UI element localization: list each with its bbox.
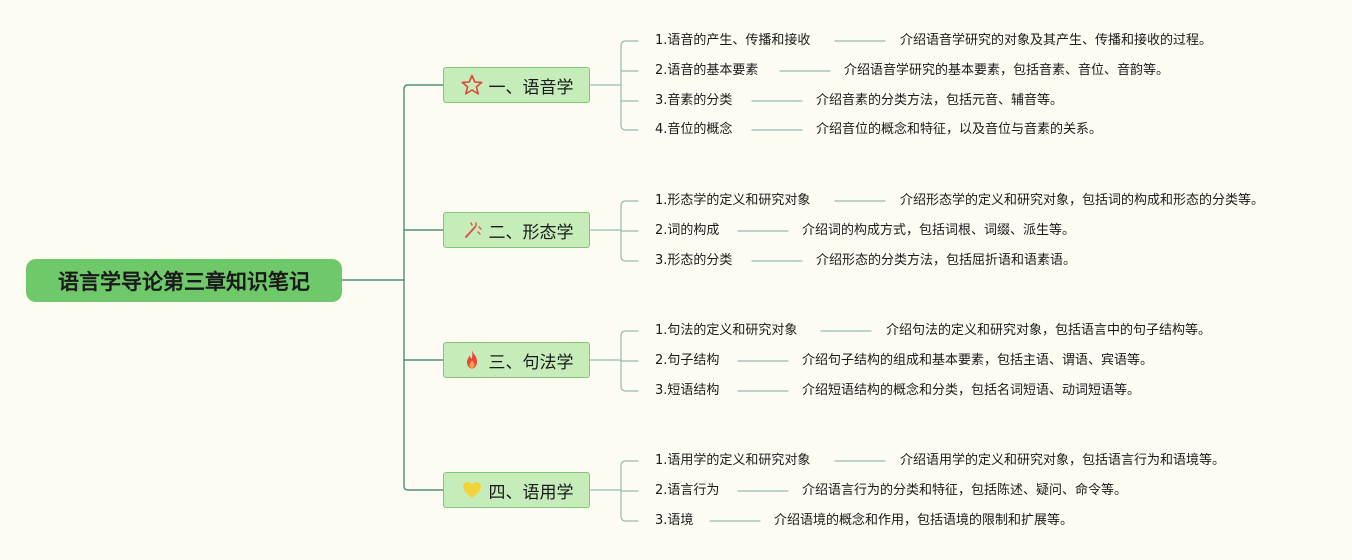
leaf-connector [620,40,639,47]
branch-label: 一、语音学 [488,77,574,98]
heart-icon [460,478,484,502]
branch-label: 二、形态学 [488,222,574,243]
leaf-description: 介绍词的构成方式，包括词根、词缀、派生等。 [802,223,1076,238]
leaf-topic[interactable]: 1.语音的产生、传播和接收 [655,33,811,48]
leaf-topic[interactable]: 1.形态学的定义和研究对象 [655,193,811,208]
leaf-connector [620,460,639,467]
leaf-description: 介绍语音学研究的对象及其产生、传播和接收的过程。 [900,33,1213,48]
leaf-topic[interactable]: 2.语音的基本要素 [655,63,759,78]
leaf-description: 介绍短语结构的概念和分类，包括名词短语、动词短语等。 [802,383,1141,398]
leaf-description: 介绍语用学的定义和研究对象，包括语言行为和语境等。 [900,453,1226,468]
branch-morphology[interactable]: 二、形态学 [443,212,590,248]
root-topic[interactable]: 语言学导论第三章知识笔记 [26,259,342,302]
leaf-topic[interactable]: 3.语境 [655,513,694,528]
leaf-topic[interactable]: 3.音素的分类 [655,93,733,108]
leaf-topic[interactable]: 3.形态的分类 [655,253,733,268]
leaf-description: 介绍句法的定义和研究对象，包括语言中的句子结构等。 [886,323,1212,338]
branch-pragmatics[interactable]: 四、语用学 [443,472,590,508]
branch-phonetics[interactable]: 一、语音学 [443,67,590,103]
leaf-connector [620,255,639,262]
leaf-topic[interactable]: 2.语言行为 [655,483,720,498]
leaf-description: 介绍音素的分类方法，包括元音、辅音等。 [816,93,1064,108]
leaf-description: 介绍形态的分类方法，包括屈折语和语素语。 [816,253,1077,268]
leaf-topic[interactable]: 4.音位的概念 [655,122,733,137]
leaf-description: 介绍语境的概念和作用，包括语境的限制和扩展等。 [774,513,1074,528]
leaf-topic[interactable]: 1.语用学的定义和研究对象 [655,453,811,468]
fire-icon [460,348,484,372]
leaf-topic[interactable]: 1.句法的定义和研究对象 [655,323,798,338]
leaf-connector [620,385,639,392]
star-icon [460,73,484,97]
leaf-connector [620,200,639,207]
root-title: 语言学导论第三章知识笔记 [58,269,310,294]
leaf-connector [620,330,639,337]
branch-connector [403,84,444,90]
leaf-connector [620,515,639,522]
leaf-topic[interactable]: 2.句子结构 [655,353,720,368]
leaf-description: 介绍音位的概念和特征，以及音位与音素的关系。 [816,122,1103,137]
leaf-topic[interactable]: 2.词的构成 [655,223,720,238]
leaf-description: 介绍形态学的定义和研究对象，包括词的构成和形态的分类等。 [900,193,1265,208]
branch-connector [403,485,444,491]
branch-label: 四、语用学 [488,482,574,503]
leaf-topic[interactable]: 3.短语结构 [655,383,720,398]
leaf-description: 介绍句子结构的组成和基本要素，包括主语、谓语、宾语等。 [802,353,1154,368]
branch-syntax[interactable]: 三、句法学 [443,342,590,378]
branch-label: 三、句法学 [488,352,574,373]
magic-wand-icon [460,218,484,242]
leaf-description: 介绍语音学研究的基本要素，包括音素、音位、音韵等。 [844,63,1170,78]
leaf-connector [620,124,639,131]
leaf-description: 介绍语言行为的分类和特征，包括陈述、疑问、命令等。 [802,483,1128,498]
